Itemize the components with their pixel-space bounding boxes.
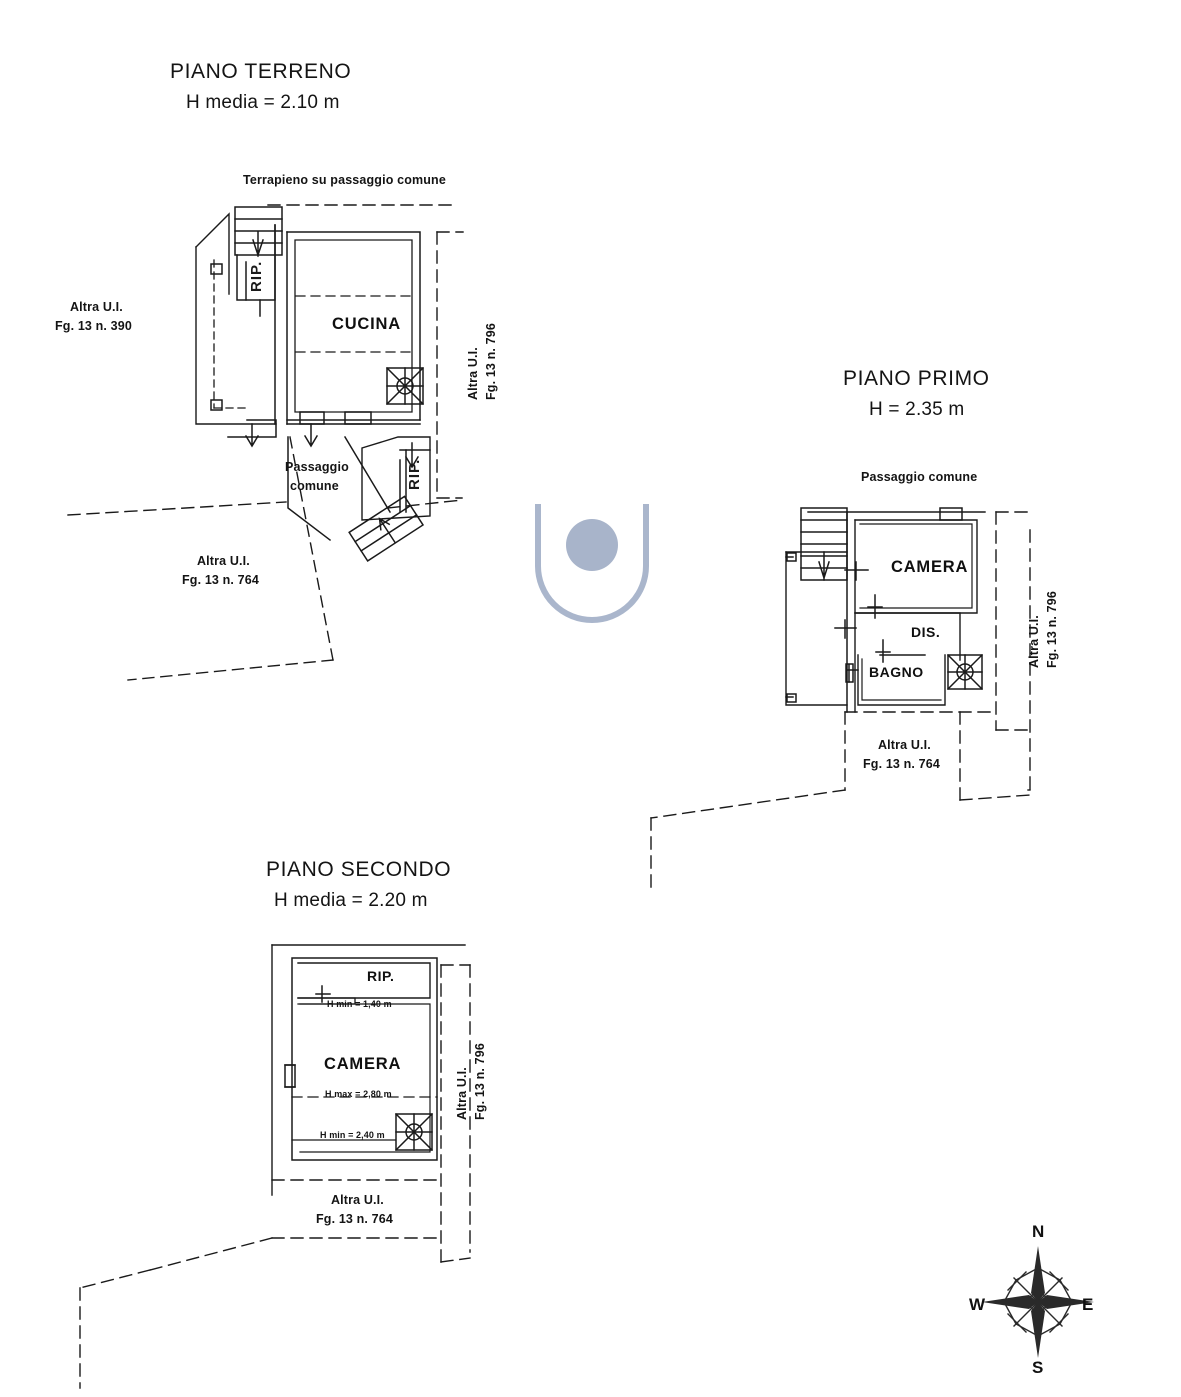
passage-label-line2: comune [290,479,339,493]
room-label-cucina: CUCINA [332,315,401,333]
neighbour-764-primo-line2: Fg. 13 n. 764 [863,757,940,771]
room-label-dis: DIS. [911,624,941,640]
height-annotation-hmin-240: H min = 2,40 m [320,1130,385,1140]
floor-title-piano-terreno: PIANO TERRENO [170,60,352,83]
neighbour-796-terreno-line1: Altra U.I. [466,347,480,400]
neighbour-796-primo-line2: Fg. 13 n. 796 [1045,591,1059,668]
neighbour-764-secondo-line2: Fg. 13 n. 764 [316,1212,393,1226]
neighbour-796-secondo-line1: Altra U.I. [455,1067,469,1120]
note-terrapieno-passaggio-comune: Terrapieno su passaggio comune [243,173,446,187]
note-passaggio-comune-primo: Passaggio comune [861,470,978,484]
neighbour-764-terreno-line2: Fg. 13 n. 764 [182,573,259,587]
passage-label-line1: Passaggio [285,460,349,474]
neighbour-796-primo-line1: Altra U.I. [1027,615,1041,668]
height-annotation-hmin-140: H min = 1,40 m [327,999,392,1009]
neighbour-764-primo-line1: Altra U.I. [878,738,931,752]
floor-title-piano-secondo: PIANO SECONDO [266,858,452,881]
neighbour-390-line2: Fg. 13 n. 390 [55,319,132,333]
neighbour-796-secondo-line2: Fg. 13 n. 796 [473,1043,487,1120]
room-label-rip-terreno-1: RIP. [248,260,265,292]
room-label-rip-secondo: RIP. [367,968,395,984]
room-label-camera-secondo: CAMERA [324,1055,402,1073]
room-label-camera-primo: CAMERA [891,558,969,576]
floor-height-piano-secondo: H media = 2.20 m [274,890,428,911]
neighbour-796-terreno-line2: Fg. 13 n. 796 [484,323,498,400]
piano-primo-geometry [650,507,1031,891]
u-logo-watermark [516,498,668,626]
neighbour-390-line1: Altra U.I. [70,300,123,314]
compass-rose-graphic [982,1246,1094,1358]
compass-label-east: E [1082,1295,1094,1314]
neighbour-764-secondo-line1: Altra U.I. [331,1193,384,1207]
compass-label-north: N [1032,1222,1045,1241]
room-label-rip-terreno-2: RIP. [406,458,423,490]
piano-secondo-geometry [79,944,471,1389]
height-annotation-hmax-280: H max = 2,80 m [325,1089,392,1099]
floor-height-piano-primo: H = 2.35 m [869,399,965,420]
compass-label-south: S [1032,1358,1044,1377]
room-label-bagno: BAGNO [869,664,924,680]
neighbour-764-terreno-line1: Altra U.I. [197,554,250,568]
floor-title-piano-primo: PIANO PRIMO [843,367,990,390]
compass-label-west: W [969,1295,986,1314]
floor-height-piano-terreno: H media = 2.10 m [186,92,340,113]
